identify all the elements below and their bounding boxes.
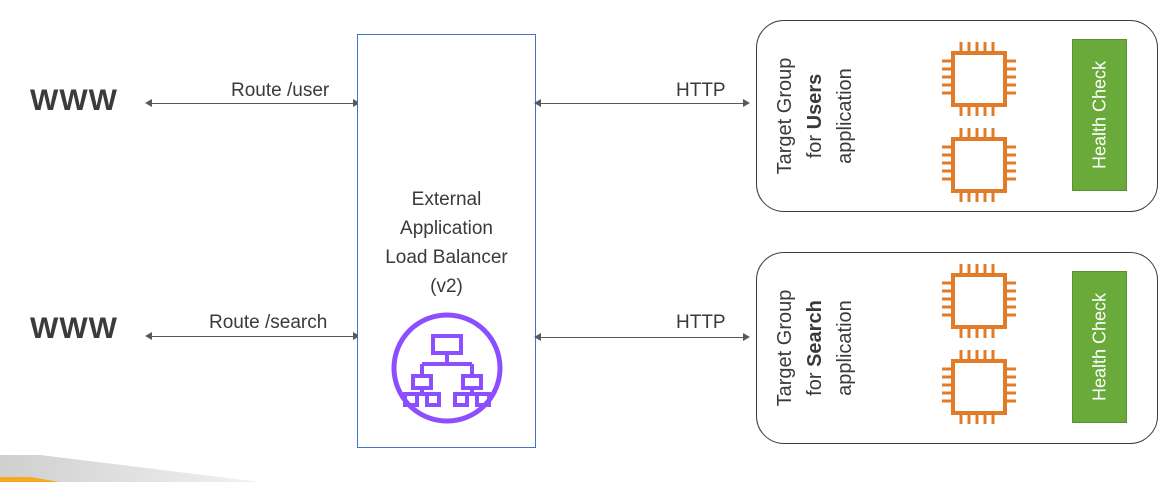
- route-search-arrow: [145, 332, 360, 340]
- tg-search-name: Search: [804, 300, 826, 367]
- http-bottom-arrow: [534, 333, 750, 341]
- http-bottom-label: HTTP: [676, 312, 726, 333]
- tg-users-for: for: [804, 129, 826, 159]
- ec2-instance-icon: [942, 128, 1016, 202]
- health-check-users-label: Health Check: [1089, 60, 1109, 170]
- lb-line-3: Load Balancer: [385, 247, 508, 268]
- alb-hierarchy-icon: [391, 312, 503, 424]
- tg-search-for: for: [804, 366, 826, 396]
- http-top-label: HTTP: [676, 80, 726, 101]
- target-group-search-label: Target Group for Search application: [769, 253, 861, 443]
- route-user-label: Route /user: [231, 80, 330, 101]
- health-check-search-label: Health Check: [1089, 292, 1109, 402]
- target-group-users: Target Group for Users application Healt…: [756, 20, 1158, 212]
- slide-accent-decoration: [0, 455, 260, 482]
- tg-users-line-1: Target Group: [774, 57, 796, 175]
- tg-search-line-1: Target Group: [774, 289, 796, 407]
- tg-users-name: Users: [804, 73, 826, 130]
- ec2-instance-icon: [942, 350, 1016, 424]
- tg-search-line-3: application: [834, 300, 856, 396]
- tg-users-line-3: application: [834, 68, 856, 164]
- load-balancer-label: External Application Load Balancer (v2): [358, 185, 535, 301]
- load-balancer-box: External Application Load Balancer (v2): [357, 34, 536, 448]
- lb-line-4: (v2): [430, 276, 463, 297]
- www-client-bottom: WWW: [30, 312, 118, 345]
- lb-line-2: Application: [400, 218, 493, 239]
- ec2-instance-icon: [942, 42, 1016, 116]
- www-client-top: WWW: [30, 84, 118, 117]
- health-check-search: Health Check: [1072, 271, 1127, 423]
- tg-search-line-2: for Search: [800, 290, 830, 407]
- target-group-users-label: Target Group for Users application: [769, 21, 861, 211]
- health-check-users: Health Check: [1072, 39, 1127, 191]
- http-top-arrow: [534, 99, 750, 107]
- tg-users-line-2: for Users: [800, 58, 830, 175]
- ec2-instance-icon: [942, 264, 1016, 338]
- target-group-search: Target Group for Search application Heal…: [756, 252, 1158, 444]
- lb-line-1: External: [411, 189, 482, 210]
- route-user-arrow: [145, 99, 360, 107]
- route-search-label: Route /search: [209, 312, 328, 333]
